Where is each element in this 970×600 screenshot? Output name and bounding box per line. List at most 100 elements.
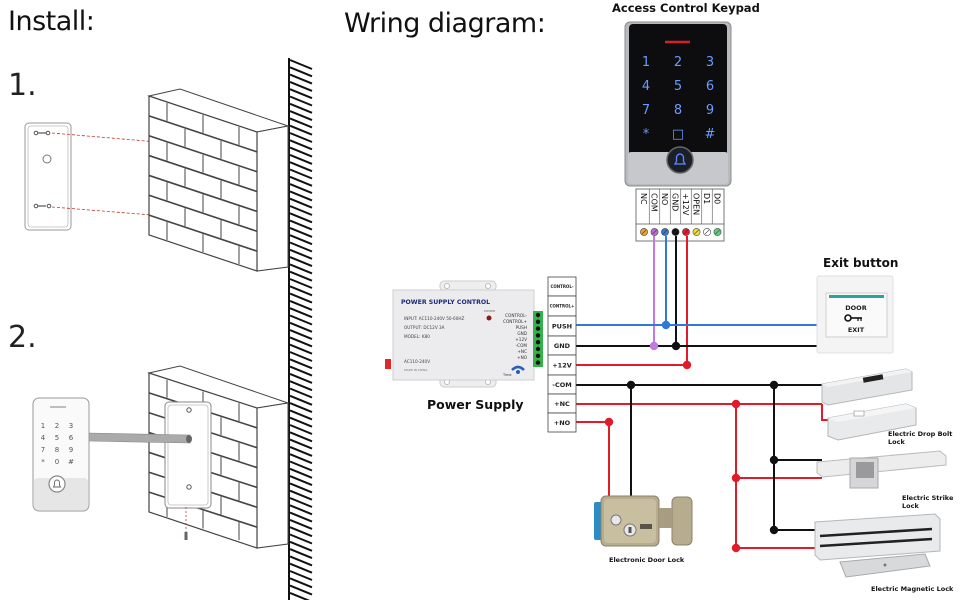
ps-made-in: MADE IN CHINA <box>404 368 428 372</box>
hatch-line <box>289 431 313 443</box>
hatch-line <box>289 292 313 304</box>
hatch-line <box>289 321 313 333</box>
hatch-line <box>289 467 313 479</box>
power-supply <box>385 280 543 388</box>
keypad-key: 4 <box>642 79 650 94</box>
hatch-line <box>289 489 313 501</box>
psu-side-label: -COM <box>516 343 528 348</box>
keypad-key: 3 <box>706 55 714 70</box>
keypad-key: # <box>705 127 716 142</box>
psu-terminal-screw <box>535 346 541 352</box>
hatch-line <box>289 241 313 253</box>
install-title: Install: <box>8 6 95 37</box>
step2-keypad-key: 9 <box>69 446 73 454</box>
wire-nc-to-dropbolt <box>821 404 830 421</box>
hatch-line <box>289 570 313 581</box>
hatch-line <box>289 307 313 319</box>
hatch-line <box>289 387 313 399</box>
wire-junction <box>769 525 779 535</box>
hatch-line <box>289 175 313 187</box>
step2-keypad-key: 0 <box>55 458 59 466</box>
brick-mortar-line <box>148 115 258 153</box>
psu-side-label: +NC <box>517 349 527 354</box>
screw-slot <box>662 229 668 235</box>
ps-model: MODEL: K80 <box>404 334 430 339</box>
hatch-line <box>289 453 313 465</box>
step2-keypad-key: 5 <box>55 434 59 442</box>
ps-ac-label: AC110-240V <box>404 359 430 364</box>
psu-terminal-screw <box>535 333 541 338</box>
hatch-line <box>289 190 313 202</box>
hatch-line <box>289 562 313 574</box>
brick-mortar-line <box>148 214 258 252</box>
ps-input: INPUT: AC110-240V 50-60HZ <box>404 316 465 321</box>
hatch-line <box>289 285 313 297</box>
hatch-line <box>289 475 313 487</box>
step2-keypad-key: # <box>68 458 74 466</box>
keypad-terminal-label: +12V <box>681 193 690 216</box>
keypad-key: 5 <box>674 79 682 94</box>
ps-brand: POWER SUPPLY CONTROL <box>401 299 490 306</box>
hatch-line <box>289 124 313 136</box>
wire-junction <box>769 455 779 465</box>
keypad-key: □ <box>672 127 684 142</box>
psu-terminal-screw <box>535 360 541 365</box>
hatch-line <box>289 183 313 195</box>
hatch-line <box>289 584 313 596</box>
step2-keypad-key: 1 <box>41 422 45 430</box>
electric-magnetic-lock <box>814 513 941 578</box>
hatch-line <box>289 299 313 311</box>
door-lock-caption: Electronic Door Lock <box>609 556 685 564</box>
terminal-block-label: PUSH <box>552 323 572 331</box>
exit-button-door-text: DOOR <box>845 304 866 312</box>
hatch-line <box>289 132 313 143</box>
hatch-line <box>289 533 313 545</box>
hatch-line <box>289 59 313 70</box>
wire-junction <box>671 341 681 351</box>
hatch-line <box>289 424 313 435</box>
wire-com-to-magnetic <box>773 385 817 531</box>
hatch-line <box>289 577 313 589</box>
hatch-line <box>289 95 313 107</box>
wire-no-to-door-lock <box>576 421 610 496</box>
hatch-line <box>289 168 313 180</box>
ps-output: OUTPUT: DC12V 3A <box>404 325 445 330</box>
terminal-block-cell <box>547 412 577 433</box>
hatch-line <box>289 314 313 326</box>
hatch-line <box>289 88 313 100</box>
hatch-line <box>289 73 313 85</box>
psu-terminal-screw <box>535 312 541 318</box>
hatch-line <box>289 153 313 165</box>
hatch-line <box>289 497 313 508</box>
step-1-number: 1. <box>8 68 37 103</box>
wire-junction <box>769 380 779 390</box>
hatch-line <box>289 402 313 414</box>
doorbell-button <box>666 146 694 174</box>
hatch-line <box>289 256 313 268</box>
screw-slot <box>694 229 699 235</box>
hatch-line <box>289 329 313 341</box>
hatch-line <box>289 161 313 173</box>
screw-slot <box>673 229 678 235</box>
psu-side-label: +NO <box>517 355 528 360</box>
hatch-line <box>289 438 313 450</box>
hatch-line <box>289 372 313 384</box>
keypad-terminal-label: GND <box>671 193 680 211</box>
magnetic-lock-caption: Electric Magnetic Lock <box>871 585 954 593</box>
hatch-line <box>289 226 313 238</box>
screw-slot <box>641 229 647 235</box>
psu-side-label: CONTROL- <box>505 313 527 318</box>
terminal-block-label: +NC <box>554 400 570 408</box>
keypad-terminal-label: D0 <box>713 193 722 204</box>
ps-time-label: Time <box>502 373 512 377</box>
keypad-caption: Access Control Keypad <box>612 1 760 15</box>
wall-hatch <box>288 58 313 600</box>
terminal-block-label: GND <box>554 342 571 350</box>
strike-lock-caption: Electric Strike Lock <box>902 494 954 510</box>
hatch-line <box>289 110 313 122</box>
ps-power-led-label: POWER <box>484 309 495 313</box>
wire-junction <box>731 473 741 483</box>
hatch-line <box>289 351 313 362</box>
hatch-line <box>289 270 313 282</box>
